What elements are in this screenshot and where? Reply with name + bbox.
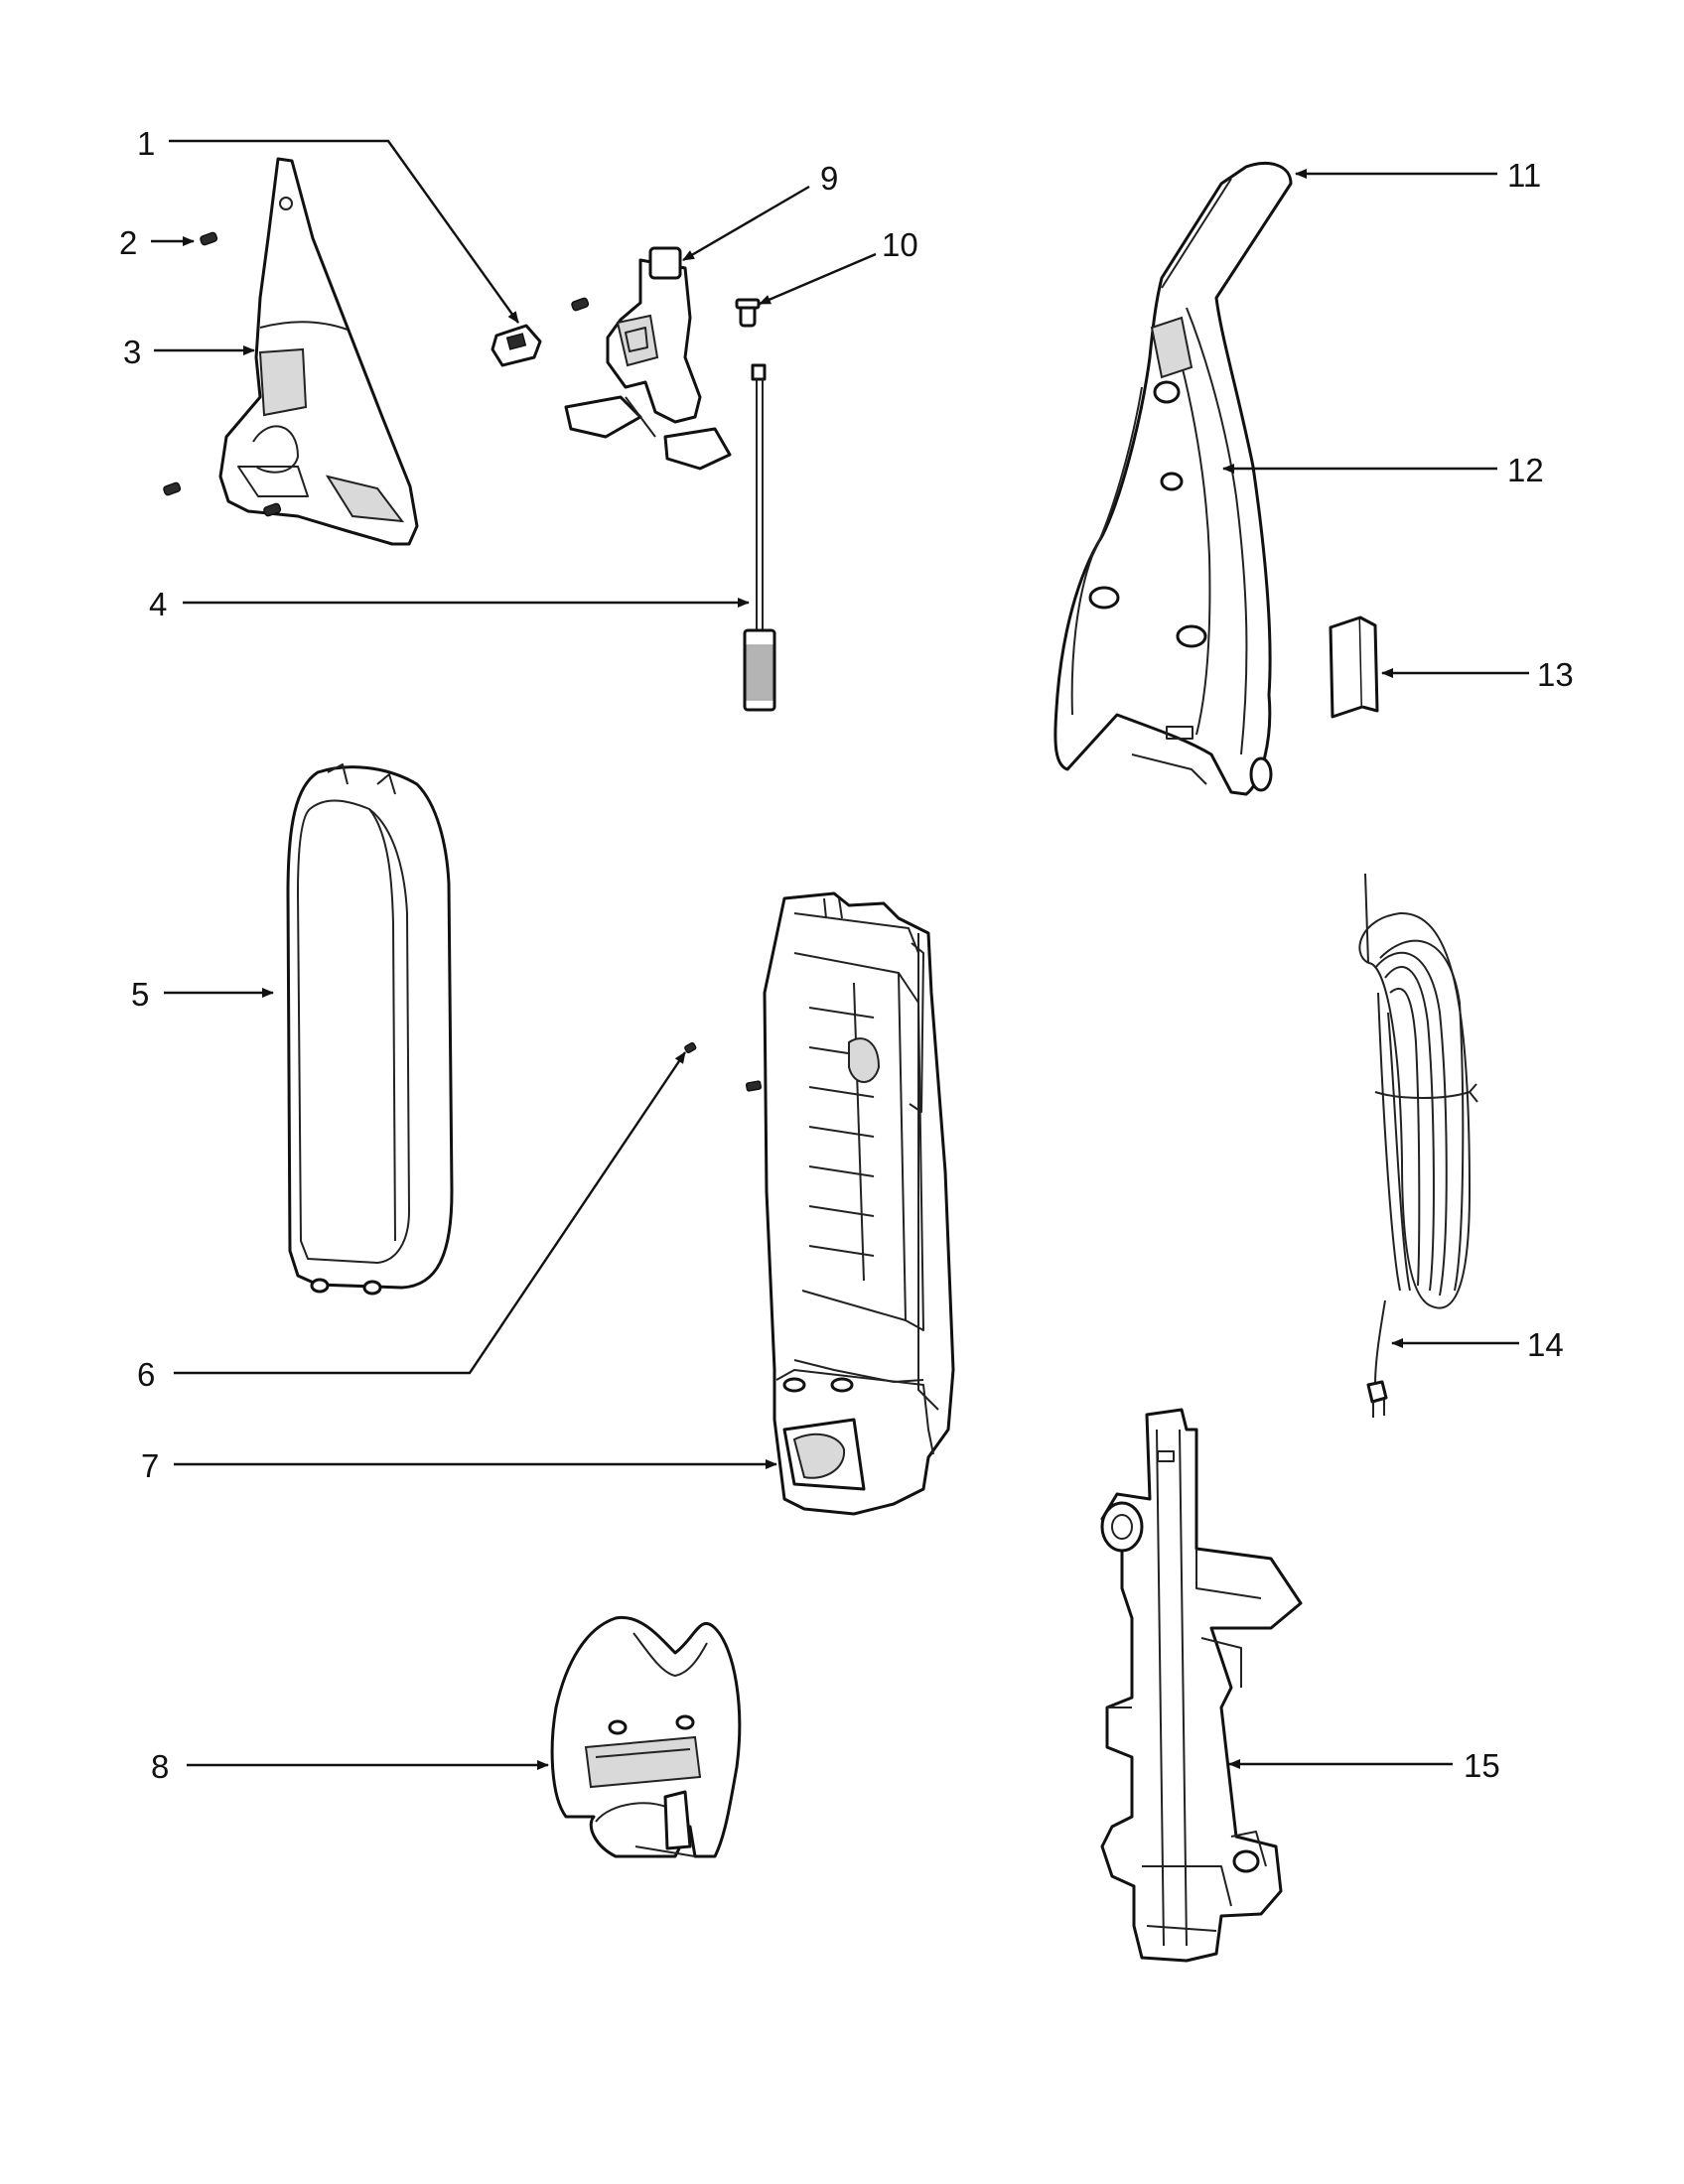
callout-14: 14 xyxy=(1527,1326,1564,1363)
leader-line-1 xyxy=(169,139,519,324)
part-7-main-body xyxy=(763,891,955,1516)
screw-icon xyxy=(200,231,218,246)
screw-icon xyxy=(163,481,182,496)
callout-7: 7 xyxy=(141,1447,159,1484)
leader-line-10 xyxy=(759,252,877,306)
screw-icon xyxy=(571,297,590,312)
part-15-chassis xyxy=(1100,1408,1303,1963)
callout-8: 8 xyxy=(151,1748,169,1785)
part-9-switch-housing xyxy=(564,246,732,471)
part-1-switch xyxy=(491,324,542,367)
part-8-lower-housing xyxy=(550,1615,742,1858)
screw-icon xyxy=(263,502,282,517)
part-14-power-cord xyxy=(1358,873,1478,1418)
callout-4: 4 xyxy=(149,586,167,622)
callout-2: 2 xyxy=(119,224,137,261)
callout-9: 9 xyxy=(820,160,838,197)
callout-3: 3 xyxy=(123,334,141,370)
part-4-switch-rod xyxy=(743,363,776,712)
part-5-front-cover xyxy=(286,763,454,1296)
leader-line-9 xyxy=(682,185,810,262)
leader-lines xyxy=(151,139,1529,1770)
part-6-screw xyxy=(684,1041,697,1053)
leader-line-6 xyxy=(174,1051,686,1375)
part-10-screw xyxy=(735,298,761,328)
part-12-rear-handle-housing xyxy=(1053,162,1293,796)
callout-1: 1 xyxy=(137,125,155,162)
part-3-side-cover xyxy=(218,157,419,546)
callout-5: 5 xyxy=(131,976,149,1013)
callout-13: 13 xyxy=(1537,656,1574,693)
callout-6: 6 xyxy=(137,1356,155,1393)
callout-10: 10 xyxy=(882,226,918,263)
callout-15: 15 xyxy=(1464,1747,1500,1784)
callout-labels: 1 2 3 4 5 6 7 8 9 10 11 12 13 14 15 xyxy=(119,125,1574,1785)
callout-11: 11 xyxy=(1507,157,1541,194)
callout-12: 12 xyxy=(1507,452,1544,488)
part-13-clip xyxy=(1329,615,1379,719)
screw-icon xyxy=(745,1080,763,1092)
